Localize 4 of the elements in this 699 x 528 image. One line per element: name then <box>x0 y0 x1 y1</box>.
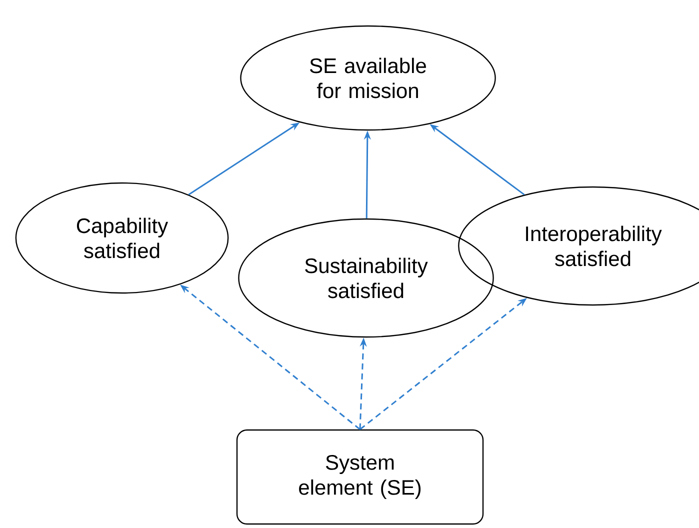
ellipse-node: Capability satisfied <box>15 182 229 294</box>
process-box: System element (SE) <box>236 429 484 525</box>
ellipse-node: Sustainability satisfied <box>238 218 494 338</box>
ellipse-node: SE available for mission <box>240 25 496 131</box>
